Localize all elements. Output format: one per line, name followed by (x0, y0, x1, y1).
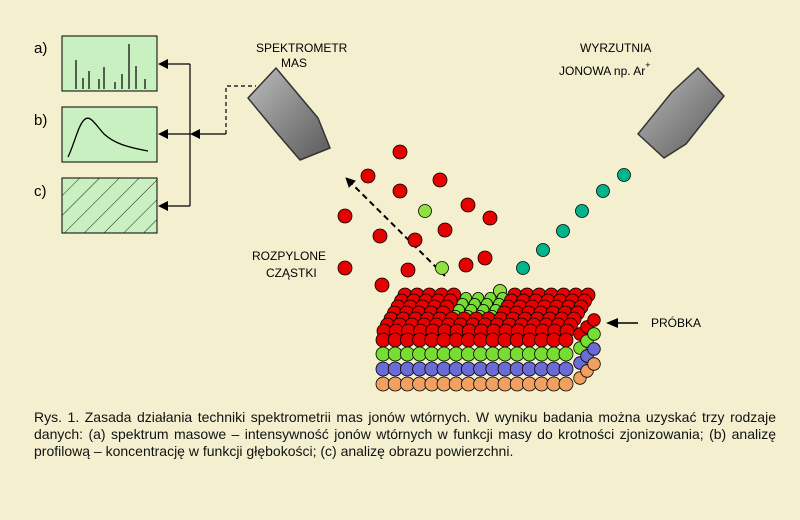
mass-spectrometer-icon (247, 67, 331, 161)
primary-ion-particle (575, 204, 589, 218)
sputtered-label-line1: ROZPYLONE (252, 249, 326, 263)
sample-pointer-arrowhead (606, 318, 618, 328)
figure-caption: Rys. 1. Zasada działania techniki spektr… (34, 409, 776, 459)
sputtered-particle-icon (458, 257, 474, 273)
sample-layer-green (558, 346, 574, 362)
panel-c-surface-image (61, 177, 158, 234)
signal-dashed-line (225, 85, 256, 134)
panel-b-depth-profile (61, 106, 158, 163)
sputtered-particles (337, 144, 507, 298)
spectrometer-label-line1: SPEKTROMETR (256, 41, 348, 55)
sputtered-particle-icon (337, 260, 353, 276)
primary-ion-beam (493, 168, 631, 298)
sample-layer-blue (587, 342, 601, 356)
sample-layer-orange (587, 357, 601, 371)
sputtered-particle-icon (392, 183, 408, 199)
connector-arrowheads (158, 59, 200, 211)
panel-connector (166, 63, 226, 207)
sputtered-particle-icon (418, 204, 432, 218)
sputtered-particle-icon (400, 262, 416, 278)
sputtered-particle-icon (337, 208, 353, 224)
sample-layer-red (587, 313, 601, 327)
sample-layer-blue (558, 361, 574, 377)
primary-ion-particle (617, 168, 631, 182)
primary-ion-particle (516, 261, 530, 275)
ion-gun-label-line1: WYRZUTNIA (580, 41, 651, 55)
sample-layer-green (587, 327, 601, 341)
sputtered-particle-icon (372, 228, 388, 244)
sputtered-particle-icon (374, 277, 390, 293)
primary-ion-particle (596, 184, 610, 198)
panel-b-label: b) (34, 112, 47, 129)
sputtered-particle-icon (432, 172, 448, 188)
sputtered-particle-icon (460, 197, 476, 213)
secondary-ion-path-arrow (345, 177, 446, 277)
primary-ion-particle (556, 224, 570, 238)
spectrometer-label-line2: MAS (281, 56, 307, 70)
panel-c-label: c) (34, 183, 47, 200)
sample-layer-orange (558, 376, 574, 392)
sputtered-label-line2: CZĄSTKI (266, 266, 317, 280)
sputtered-particle-icon (360, 168, 376, 184)
sample-block-icon (375, 287, 601, 392)
sputtered-particle-icon (407, 232, 423, 248)
primary-ion-particle (536, 243, 550, 257)
sample-layer-red (558, 332, 574, 348)
ion-gun-label-line2: JONOWA np. Ar+ (559, 60, 651, 78)
sputtered-particle-icon (437, 222, 453, 238)
sputtered-particle-icon (477, 250, 493, 266)
panel-a-mass-spectrum (61, 35, 158, 92)
sputtered-particle-icon (392, 144, 408, 160)
sputtered-particle-icon (435, 261, 449, 275)
sample-label: PRÓBKA (651, 315, 701, 330)
sputtered-particle-icon (482, 210, 498, 226)
panel-a-label: a) (34, 40, 47, 57)
ion-gun-icon (637, 67, 725, 159)
